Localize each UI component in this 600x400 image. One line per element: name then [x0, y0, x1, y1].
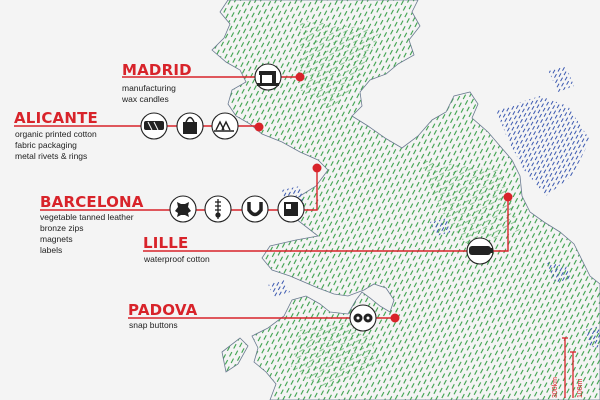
rivets-icon — [214, 120, 234, 132]
sea-patch — [268, 280, 290, 298]
sea-patch — [584, 326, 600, 348]
product-label: organic printed cotton — [15, 129, 97, 139]
land-mass — [211, 0, 600, 400]
lille-leader-line — [143, 198, 509, 252]
sewing-machine-icon — [257, 71, 279, 86]
city-name-padova: PADOVA — [128, 301, 198, 319]
barcelona-products: vegetable tanned leather bronze zips mag… — [40, 212, 134, 256]
label-icon — [284, 202, 298, 216]
product-label: metal rivets & rings — [15, 151, 88, 161]
product-label: vegetable tanned leather — [40, 212, 134, 222]
city-name-barcelona: BARCELONA — [40, 193, 144, 211]
barcelona-leader-line — [40, 168, 318, 211]
shopping-bag-icon — [183, 116, 197, 134]
leather-hide-icon — [175, 202, 191, 217]
city-name-lille: LILLE — [143, 234, 189, 252]
sea-patch — [546, 262, 572, 284]
product-label: manufacturing — [122, 83, 176, 93]
snap-buttons-icon — [353, 313, 373, 323]
alicante-products: organic printed cotton fabric packaging … — [15, 129, 97, 162]
city-name-alicante: ALICANTE — [14, 109, 98, 127]
scale-label-mi: 100mi — [577, 378, 584, 398]
barcelona-marker[interactable] — [312, 163, 322, 173]
city-name-madrid: MADRID — [122, 61, 192, 79]
product-label: snap buttons — [129, 320, 178, 330]
sea-patch — [496, 96, 590, 196]
lille-products: waterproof cotton — [144, 254, 210, 265]
magnet-icon — [247, 202, 263, 217]
alicante-marker[interactable] — [254, 122, 264, 132]
zipper-icon — [215, 199, 221, 219]
product-label: fabric packaging — [15, 140, 77, 150]
padova-products: snap buttons — [129, 320, 178, 331]
sea-patch — [430, 218, 452, 236]
product-label: waterproof cotton — [144, 254, 210, 264]
scale-bar — [562, 337, 576, 398]
madrid-products: manufacturing wax candles — [122, 83, 176, 105]
product-label: bronze zips — [40, 223, 84, 233]
product-label: magnets — [40, 234, 73, 244]
sea-patch — [548, 66, 574, 92]
cotton-roll-icon — [469, 246, 493, 255]
land-texture — [290, 20, 520, 390]
lille-marker[interactable] — [503, 192, 513, 202]
product-label: wax candles — [122, 94, 169, 104]
product-label: labels — [40, 245, 63, 255]
scale-label-km: 300km — [552, 376, 559, 398]
fabric-roll-icon — [144, 121, 164, 131]
padova-marker[interactable] — [390, 313, 400, 323]
madrid-marker[interactable] — [295, 72, 305, 82]
island — [221, 337, 249, 373]
